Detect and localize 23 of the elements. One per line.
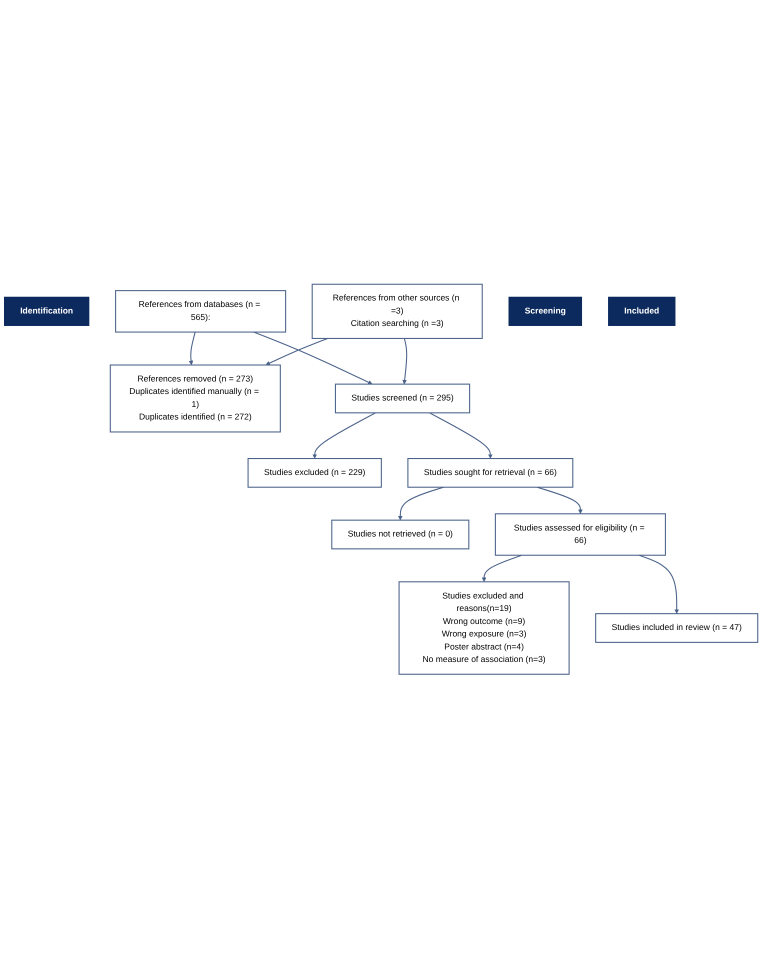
node-box: Studies excluded and reasons(n=19) Wrong outcome (n=9) Wrong exposure (n=3) Poster abstract (n=4) No measure of association (n=3)	[398, 582, 570, 676]
node-box: Studies excluded (n = 229)	[248, 458, 382, 488]
arrow	[312, 412, 376, 459]
node-box: Studies included in review (n = 47)	[595, 613, 758, 644]
node-box: Identification	[4, 297, 90, 326]
node-box: Screening	[508, 297, 582, 326]
node-box: References from other sources (n =3) Citation searching (n =3)	[312, 284, 483, 340]
node-box: Studies screened (n = 295)	[334, 384, 470, 414]
arrow	[638, 554, 680, 614]
arrow	[188, 332, 196, 366]
node-box: References removed (n = 273) Duplicates identified manually (n = 1) Duplicates identified (n = 272)	[110, 364, 281, 433]
node-box: Included	[608, 297, 676, 326]
arrow	[536, 486, 583, 514]
arrow	[402, 338, 408, 385]
arrow	[265, 338, 328, 366]
arrow	[398, 486, 444, 521]
node-box: References from databases (n = 565):	[115, 290, 286, 333]
arrow	[429, 412, 493, 459]
arrow	[254, 332, 373, 385]
node-box: Studies assessed for eligibility (n = 66)	[494, 514, 666, 556]
node-box: Studies sought for retrieval (n = 66)	[407, 458, 574, 488]
arrow	[482, 554, 522, 582]
node-box: Studies not retrieved (n = 0)	[331, 520, 470, 550]
